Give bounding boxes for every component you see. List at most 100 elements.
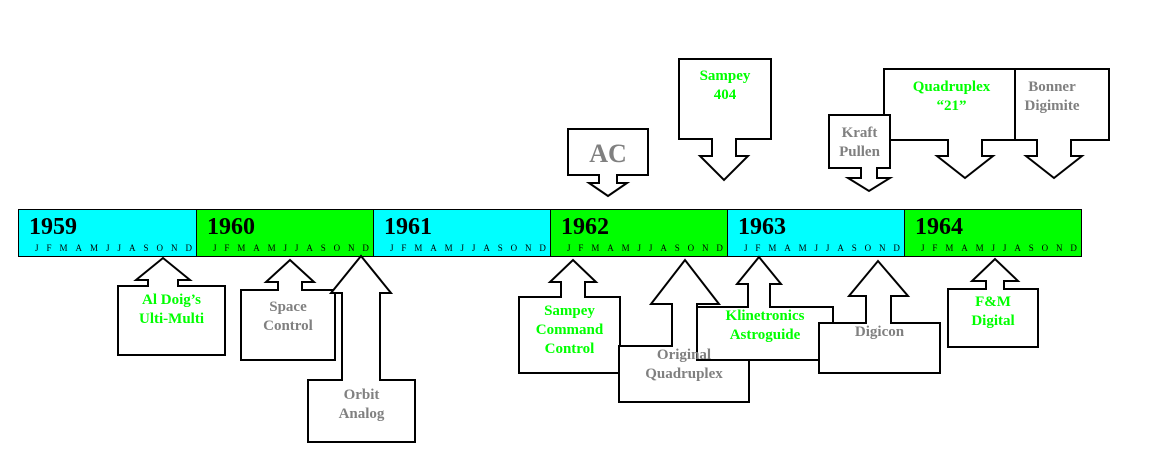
- month-letter: J: [390, 243, 394, 253]
- callout-ac-shape: [567, 128, 649, 198]
- month-letter: M: [621, 243, 630, 253]
- month-letter: F: [932, 243, 938, 253]
- callout-digicon-label: Digicon: [854, 324, 905, 340]
- month-letter: N: [702, 243, 709, 253]
- month-letter: D: [893, 243, 900, 253]
- year-label: 1961: [384, 214, 432, 240]
- callout-quad-21-label: Quadruplex “21”: [912, 79, 991, 114]
- callout-al-doig-shape: [117, 256, 226, 356]
- month-letter: A: [306, 243, 313, 253]
- month-letter: O: [333, 243, 341, 253]
- month-letter: M: [59, 243, 68, 253]
- month-letter: O: [156, 243, 163, 253]
- month-letter: M: [414, 243, 423, 253]
- month-letter: A: [253, 243, 260, 253]
- month-letter: N: [525, 243, 532, 253]
- month-letter: A: [1014, 243, 1021, 253]
- month-letter: J: [744, 243, 748, 253]
- callout-sampey-command-label: Sampey Command Control: [535, 303, 604, 357]
- month-letter: S: [674, 243, 680, 253]
- year-label: 1959: [29, 214, 77, 240]
- month-letter: M: [975, 243, 984, 253]
- callout-space-control-shape: [240, 258, 336, 361]
- callout-original-quad-shape: [618, 258, 750, 403]
- month-letter: A: [128, 243, 136, 253]
- callout-klinetronics-shape: [696, 255, 834, 361]
- callout-bonner-label: Bonner Digimite: [1024, 79, 1080, 114]
- month-letter: A: [75, 243, 83, 253]
- month-letter: S: [497, 243, 503, 253]
- callout-digicon-shape: [818, 259, 941, 374]
- callout-al-doig-label: Al Doig’s Ulti-Multi: [139, 292, 204, 327]
- month-letter: J: [991, 243, 996, 253]
- callout-ac-label: AC: [589, 139, 627, 168]
- callout-original-quad-label: Original Quadruplex: [645, 347, 723, 382]
- month-letter: F: [578, 243, 584, 253]
- year-label: 1960: [207, 214, 255, 240]
- month-letter: J: [637, 243, 642, 253]
- year-label: 1964: [915, 214, 963, 240]
- month-letter: O: [687, 243, 695, 253]
- month-letter: J: [105, 243, 110, 253]
- callout-orbit-analog-shape: [307, 254, 416, 443]
- callout-kraft-pullen-label: Kraft Pullen: [839, 125, 880, 160]
- month-letter: A: [961, 243, 968, 253]
- month-letter: O: [1041, 243, 1049, 253]
- month-letter: O: [510, 243, 518, 253]
- callout-fm-digital-label: F&M Digital: [971, 294, 1015, 329]
- month-letter: J: [814, 243, 819, 253]
- month-letter: M: [444, 243, 453, 253]
- callout-kraft-pullen-shape: [828, 114, 894, 193]
- month-letter: N: [1056, 243, 1063, 253]
- month-letter: A: [483, 243, 490, 253]
- month-letter: M: [89, 243, 98, 253]
- callout-fm-digital-shape: [947, 257, 1039, 348]
- month-letter: A: [430, 243, 437, 253]
- month-letter: F: [401, 243, 407, 253]
- callout-sampey-404-label: Sampey 404: [699, 68, 751, 103]
- month-letter: M: [945, 243, 954, 253]
- month-letter: J: [460, 243, 465, 253]
- month-letter: S: [320, 243, 326, 253]
- month-letter: F: [224, 243, 230, 253]
- month-letter: F: [46, 243, 52, 253]
- month-letter: J: [471, 243, 476, 253]
- month-letter: D: [185, 243, 192, 253]
- month-letter: O: [864, 243, 872, 253]
- month-letter: N: [348, 243, 355, 253]
- month-letter: A: [784, 243, 791, 253]
- callout-bonner-shape: [1014, 68, 1110, 180]
- month-letter: D: [1070, 243, 1077, 253]
- month-letter: M: [768, 243, 777, 253]
- month-letter: J: [567, 243, 571, 253]
- month-letter: J: [283, 243, 288, 253]
- month-letter: J: [213, 243, 217, 253]
- month-letter: D: [362, 243, 369, 253]
- month-letter: J: [1002, 243, 1007, 253]
- month-letter: N: [170, 243, 178, 253]
- month-letter: F: [755, 243, 761, 253]
- year-label: 1963: [738, 214, 786, 240]
- month-letter: D: [539, 243, 546, 253]
- month-letter: J: [35, 243, 39, 253]
- month-letter: D: [716, 243, 723, 253]
- month-letter: N: [879, 243, 886, 253]
- callout-sampey-404-shape: [678, 58, 772, 182]
- month-letter: A: [837, 243, 844, 253]
- callout-space-control-label: Space Control: [263, 299, 313, 334]
- callout-klinetronics-label: Klinetronics Astroguide: [725, 308, 805, 343]
- year-label: 1962: [561, 214, 609, 240]
- month-letter: J: [294, 243, 299, 253]
- month-letter: M: [237, 243, 246, 253]
